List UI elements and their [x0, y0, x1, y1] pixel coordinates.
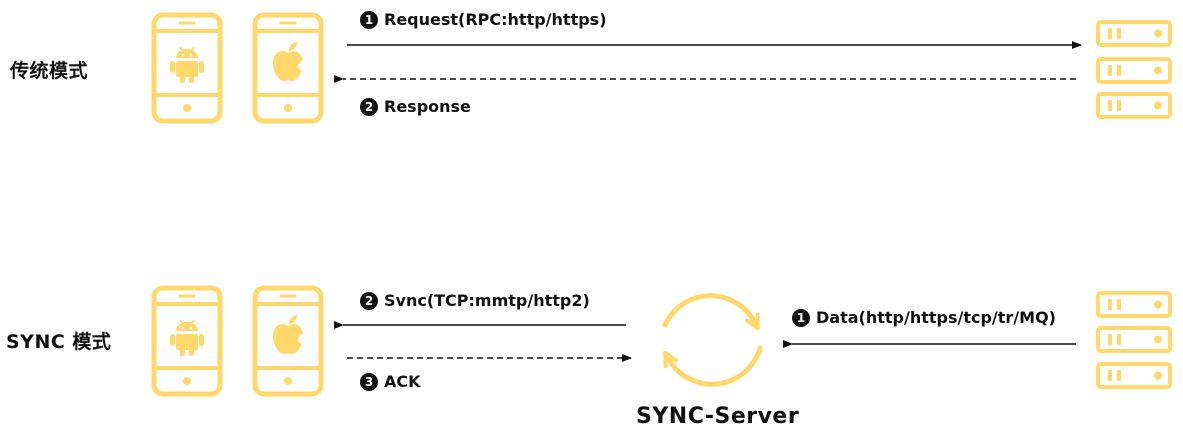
iphone-traditional [255, 15, 321, 121]
sync-icon [662, 293, 763, 387]
server-icon-sync [1096, 291, 1172, 389]
android-phone-sync [154, 288, 220, 394]
step-number: 1 [360, 11, 378, 29]
response-label: 2 Response [360, 97, 471, 116]
sync-mode-label: SYNC 模式 [6, 331, 112, 353]
step-number: 2 [360, 98, 378, 116]
android-icon [169, 319, 205, 357]
request-label: 1 Request(RPC:http/https) [360, 10, 607, 29]
traditional-mode-label: 传统模式 [10, 60, 89, 82]
step-number: 1 [792, 309, 810, 327]
data-label: 1 Data(http/https/tcp/tr/MQ) [792, 308, 1056, 327]
ack-text: ACK [384, 372, 421, 391]
step-number: 3 [360, 373, 378, 391]
request-text: Request(RPC:http/https) [384, 10, 607, 29]
response-text: Response [384, 97, 471, 116]
android-icon [169, 46, 205, 84]
server-icon-traditional [1096, 20, 1172, 119]
step-number: 2 [360, 292, 378, 310]
ack-label: 3 ACK [360, 372, 421, 391]
android-phone-traditional [154, 15, 220, 121]
sync-label: 2 Svnc(TCP:mmtp/http2) [360, 291, 590, 310]
sync-server-label: SYNC-Server [636, 404, 800, 429]
data-text: Data(http/https/tcp/tr/MQ) [816, 308, 1056, 327]
sync-text: Svnc(TCP:mmtp/http2) [384, 291, 590, 310]
apple-icon [273, 42, 308, 81]
iphone-sync [255, 288, 321, 394]
apple-icon [273, 315, 308, 354]
